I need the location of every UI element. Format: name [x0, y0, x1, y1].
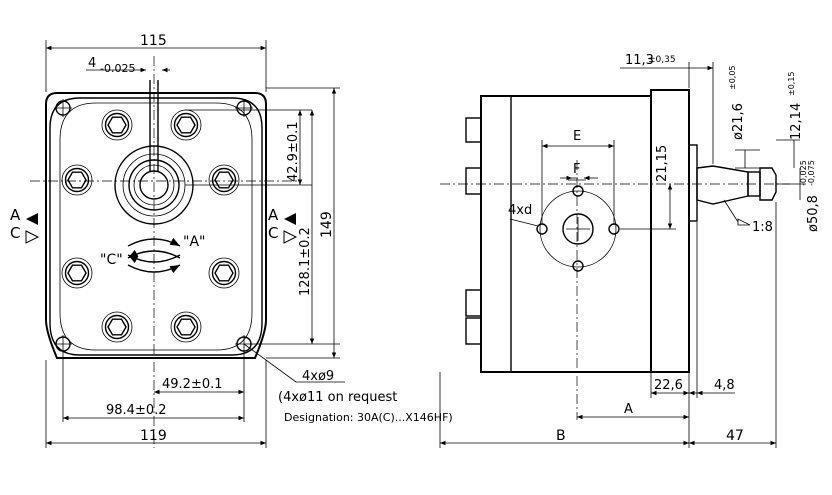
mounting-hole	[235, 99, 253, 117]
holes-note: (4xø11 on request	[278, 390, 397, 405]
dim-f: F	[573, 162, 580, 177]
svg-text:A: A	[10, 206, 21, 224]
front-body-outline	[49, 97, 263, 356]
rotation-label-c: "C"	[100, 252, 123, 268]
dim-pilot-tol-lower: -0,075	[807, 160, 816, 186]
bolt-head	[101, 311, 133, 343]
dim-top-width: 115	[140, 33, 167, 49]
port-flange	[536, 185, 620, 272]
rotation-label-a: "A"	[183, 234, 205, 250]
bolt-head	[101, 109, 133, 141]
dim-flange-thickness: 22,6	[654, 378, 683, 393]
svg-text:C: C	[10, 224, 20, 242]
port-holes-label: 4xd	[508, 203, 532, 218]
mounting-hole	[54, 99, 72, 117]
bolt-head	[170, 109, 202, 141]
port-indicator-right: A C	[268, 206, 298, 244]
side-flange	[650, 89, 690, 373]
dim-port-offset: 21,15	[655, 145, 670, 182]
dim-e: E	[573, 129, 581, 144]
side-bolts	[465, 117, 482, 345]
dim-a: A	[624, 402, 633, 417]
mounting-hole	[54, 335, 72, 353]
side-shaft	[696, 165, 749, 205]
bolt-head	[61, 164, 93, 196]
dim-nut-length: 12,14	[789, 103, 804, 140]
dim-nut-length-tol: ±0,15	[787, 71, 796, 96]
bolt-head	[208, 164, 240, 196]
dim-b: B	[556, 428, 566, 444]
dim-shaft-dia: ø21,6	[731, 103, 746, 140]
dim-shaft-length: 47	[726, 428, 744, 444]
rotation-arrows	[127, 237, 181, 274]
port-indicator-left: A C	[10, 206, 40, 244]
holes-label: 4xø9	[302, 369, 334, 384]
dim-flange-offset: 11,3	[625, 53, 654, 68]
dim-pilot-length: 4,8	[714, 378, 735, 393]
dim-key-tolerance: -0.025	[100, 62, 135, 75]
dim-shaft-offset: 42.9±0.1	[286, 121, 301, 182]
svg-text:C: C	[268, 224, 278, 242]
side-pilot	[688, 144, 698, 222]
dim-height: 149	[319, 211, 335, 238]
bolt-head	[170, 311, 202, 343]
bolt-head	[61, 257, 93, 289]
front-inner-outline	[59, 102, 253, 351]
dim-key-width: 4	[88, 56, 96, 71]
dim-flange-offset-tol: ±0,35	[648, 55, 676, 65]
front-view: "C" "A" A C A C 115 4 -0.025	[10, 33, 453, 448]
side-view: E F 4xd 21,15 11,3 ±0,35 ø21,6 ±0,05 12,…	[439, 53, 821, 448]
designation-label: Designation: 30A(C)...X146HF)	[284, 411, 453, 424]
front-flange-outline	[45, 92, 267, 359]
dim-half-bolt-horizontal: 49.2±0.1	[162, 377, 223, 392]
svg-text:A: A	[268, 206, 279, 224]
dim-pilot-tol-upper: -0,025	[799, 160, 808, 186]
dim-bolt-horizontal: 98.4±0.2	[106, 403, 167, 418]
dim-bottom-width: 119	[140, 428, 167, 444]
side-body	[480, 95, 652, 373]
dim-bolt-vertical: 128.1±0.2	[298, 227, 313, 296]
bolt-head	[208, 257, 240, 289]
dim-pilot-dia: ø50,8	[806, 195, 821, 232]
dim-taper: 1:8	[752, 220, 773, 235]
dim-shaft-dia-tol: ±0,05	[728, 65, 737, 90]
